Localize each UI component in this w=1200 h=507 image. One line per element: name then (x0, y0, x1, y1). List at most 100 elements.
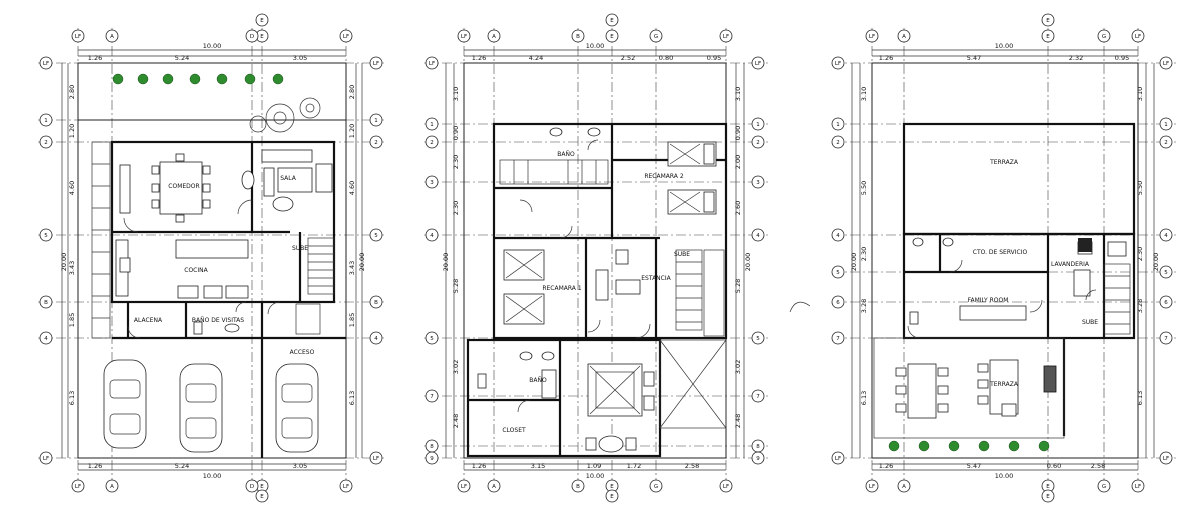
room-label: FAMILY ROOM (968, 297, 1009, 304)
grid-bubble-circle (649, 29, 663, 43)
grid-bubble-circle (751, 56, 765, 70)
dim-bottom: 3.05 (293, 462, 307, 470)
grid-bubble-label: B (576, 34, 580, 40)
grid-bubble-label: 8 (756, 444, 760, 450)
grid-bubble-label: G (1102, 34, 1106, 40)
grid-bubble-circle (719, 479, 733, 493)
grid-bubble-label: 4 (430, 233, 434, 239)
grid-bubble-label: 2 (1164, 140, 1168, 146)
dim-side: 6.13 (68, 391, 76, 405)
grid-bubble: LF (71, 29, 85, 43)
grid-bubble-label: 9 (756, 456, 760, 462)
grid-bubble: 1 (39, 113, 53, 127)
dim-side: 2.48 (734, 414, 742, 428)
grid-bubble-circle (1131, 29, 1145, 43)
grid-bubble-circle (425, 389, 439, 403)
car-icon (179, 363, 223, 453)
room-label: ALACENA (134, 317, 163, 324)
grid-bubble-circle (1159, 228, 1173, 242)
dim-top: 0.95 (707, 54, 721, 62)
grid-bubble-circle (39, 113, 53, 127)
grid-bubble: 3 (425, 175, 439, 189)
grid-bubble: E (1041, 29, 1055, 43)
grid-bubble-label: 1 (1164, 122, 1168, 128)
grid-bubble-circle (71, 479, 85, 493)
grid-bubble: 2 (39, 135, 53, 149)
grid-bubble-circle (1159, 295, 1173, 309)
grid-bubble: B (369, 295, 383, 309)
grid-bubble-circle (425, 175, 439, 189)
dim-bottom: 1.26 (88, 462, 102, 470)
grid-bubble-label: LF (869, 484, 875, 490)
dim-top: 1.26 (472, 54, 486, 62)
room-label: RECAMARA 1 (542, 285, 581, 292)
dim-side: 2.00 (734, 155, 742, 169)
grid-bubble-label: 4 (44, 336, 48, 342)
dim-top: 5.47 (967, 54, 981, 62)
dim-top: 5.24 (175, 54, 189, 62)
grid-bubble-circle (105, 479, 119, 493)
dim-total-bottom: 10.00 (995, 472, 1014, 480)
grid-bubble: LF (71, 479, 85, 493)
grid-bubble-circle (571, 29, 585, 43)
dim-side: 0.90 (734, 126, 742, 140)
grid-bubble-circle (487, 479, 501, 493)
grid-bubble: E (605, 489, 619, 503)
grid-bubble: 5 (751, 331, 765, 345)
dim-side: 2.30 (1136, 247, 1144, 261)
grid-bubble-label: 7 (430, 394, 434, 400)
grid-bubble-circle (751, 451, 765, 465)
plant-icon (112, 73, 284, 85)
grid-bubble-label: LF (1163, 61, 1169, 67)
grid-bubble-circle (571, 479, 585, 493)
grid-bubble-circle (1041, 13, 1055, 27)
grid-bubble-label: 7 (756, 394, 760, 400)
grid-bubble: LF (369, 56, 383, 70)
grid-bubble-circle (831, 117, 845, 131)
dim-side: 2.60 (734, 201, 742, 215)
grid-bubble-label: E (610, 484, 614, 490)
grid-bubble-circle (339, 29, 353, 43)
grid-bubble: LF (865, 29, 879, 43)
grid-bubble: 2 (369, 135, 383, 149)
grid-bubble-label: 1 (374, 118, 378, 124)
dim-side: 5.50 (1136, 181, 1144, 195)
grid-bubble-label: G (654, 34, 658, 40)
dim-side: 2.30 (452, 201, 460, 215)
grid-bubble-label: 4 (374, 336, 378, 342)
plant-icon (888, 440, 1050, 452)
grid-bubble-circle (39, 56, 53, 70)
grid-bubble-circle (831, 331, 845, 345)
grid-bubble: A (105, 479, 119, 493)
grid-bubble-label: G (1102, 484, 1106, 490)
grid-bubble: 1 (751, 117, 765, 131)
dim-bottom: 1.72 (627, 462, 641, 470)
room-label: BAÑO DE VISITAS (192, 317, 244, 324)
grid-bubble-label: A (902, 34, 906, 40)
grid-bubble-circle (425, 451, 439, 465)
grid-bubble: LF (39, 56, 53, 70)
grid-bubble-circle (369, 451, 383, 465)
grid-bubble-circle (369, 295, 383, 309)
upper-floor-plan: 10.00 1.26 4.24 2.52 0.80 0.95 1.26 3.15… (424, 28, 768, 482)
roof-floor-plan: 10.00 1.26 5.47 2.32 0.95 1.26 5.47 0.60… (832, 28, 1176, 482)
grid-bubble-circle (1159, 117, 1173, 131)
grid-bubble-label: E (610, 18, 614, 24)
grid-bubble-circle (457, 29, 471, 43)
grid-bubble: LF (719, 479, 733, 493)
dim-side: 3.28 (1136, 299, 1144, 313)
grid-bubble: E (1041, 489, 1055, 503)
grid-bubble-label: LF (869, 34, 875, 40)
grid-bubble-label: 4 (836, 233, 840, 239)
car-icon (103, 359, 147, 449)
grid-bubble: LF (39, 451, 53, 465)
grid-bubble-label: 4 (1164, 233, 1168, 239)
grid-bubble-label: LF (835, 61, 841, 67)
grid-bubble: D (245, 29, 259, 43)
room-label: ACCESO (290, 349, 315, 356)
grid-bubble-label: LF (373, 61, 379, 67)
grid-bubble-label: E (1046, 18, 1050, 24)
grid-bubble-label: 9 (430, 456, 434, 462)
grid-bubble-label: LF (835, 456, 841, 462)
grid-bubble-label: E (260, 34, 264, 40)
